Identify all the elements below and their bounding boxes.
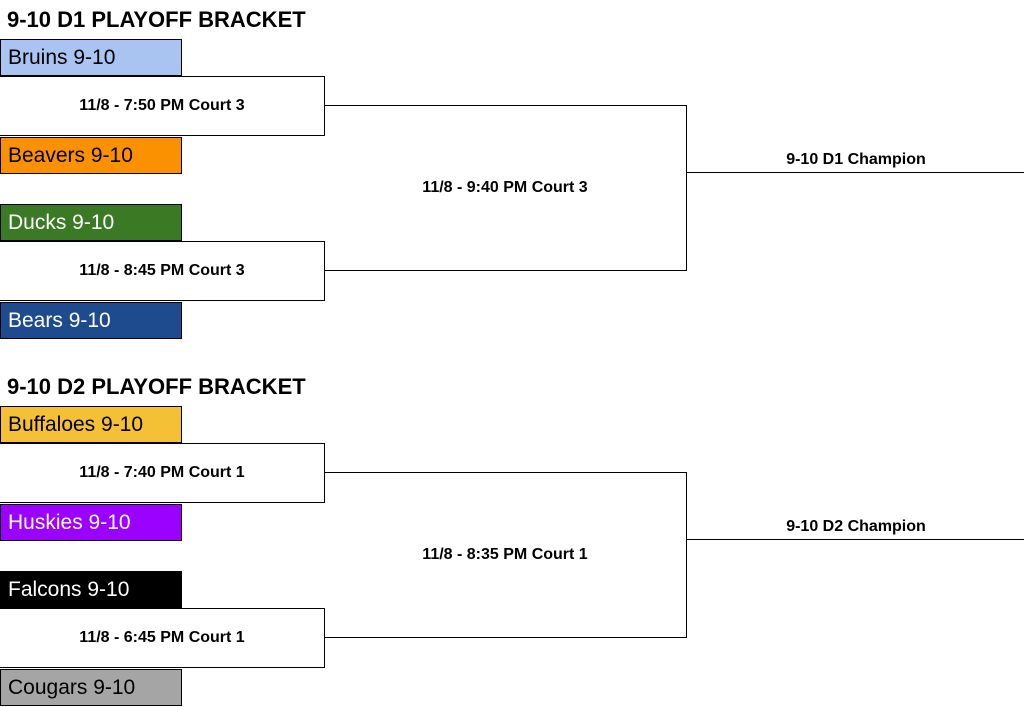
connector-line (324, 637, 687, 638)
connector-line (324, 472, 687, 473)
connector-line (324, 270, 687, 271)
team-slot-2: Beavers 9-10 (0, 137, 182, 174)
team-slot-3: Ducks 9-10 (0, 204, 182, 241)
game-label: 11/8 - 8:45 PM Court 3 (79, 262, 245, 279)
game-label: 11/8 - 7:50 PM Court 3 (79, 97, 245, 114)
team-slot-1: Buffaloes 9-10 (0, 406, 182, 443)
bracket-d1: 9-10 D1 PLAYOFF BRACKET Bruins 9-10 Beav… (0, 0, 1024, 340)
team-slot-1: Bruins 9-10 (0, 39, 182, 76)
connector-line (324, 608, 325, 668)
connector-line (324, 105, 687, 106)
team-slot-4: Cougars 9-10 (0, 669, 182, 706)
team-slot-3: Falcons 9-10 (0, 571, 182, 608)
connector-line (324, 241, 325, 301)
connector-line (0, 443, 325, 444)
game-label: 11/8 - 9:40 PM Court 3 (422, 179, 588, 196)
connector-line (0, 241, 325, 242)
connector-line (0, 135, 325, 136)
bracket-title: 9-10 D2 PLAYOFF BRACKET (7, 374, 306, 399)
bracket-title: 9-10 D1 PLAYOFF BRACKET (7, 7, 306, 32)
game-label: 11/8 - 6:45 PM Court 1 (79, 629, 245, 646)
connector-line (0, 502, 325, 503)
connector-line (324, 443, 325, 503)
connector-line (686, 105, 687, 271)
game-label: 11/8 - 8:35 PM Court 1 (422, 546, 588, 563)
connector-line (0, 608, 325, 609)
champion-label: 9-10 D1 Champion (786, 151, 926, 168)
bracket-d2: 9-10 D2 PLAYOFF BRACKET Buffaloes 9-10 H… (0, 367, 1024, 707)
connector-line (0, 300, 325, 301)
team-slot-4: Bears 9-10 (0, 302, 182, 339)
champion-line (686, 172, 1024, 173)
champion-line (686, 539, 1024, 540)
connector-line (686, 472, 687, 638)
connector-line (0, 76, 325, 77)
connector-line (324, 76, 325, 136)
game-label: 11/8 - 7:40 PM Court 1 (79, 464, 245, 481)
champion-label: 9-10 D2 Champion (786, 518, 926, 535)
team-slot-2: Huskies 9-10 (0, 504, 182, 541)
connector-line (0, 667, 325, 668)
